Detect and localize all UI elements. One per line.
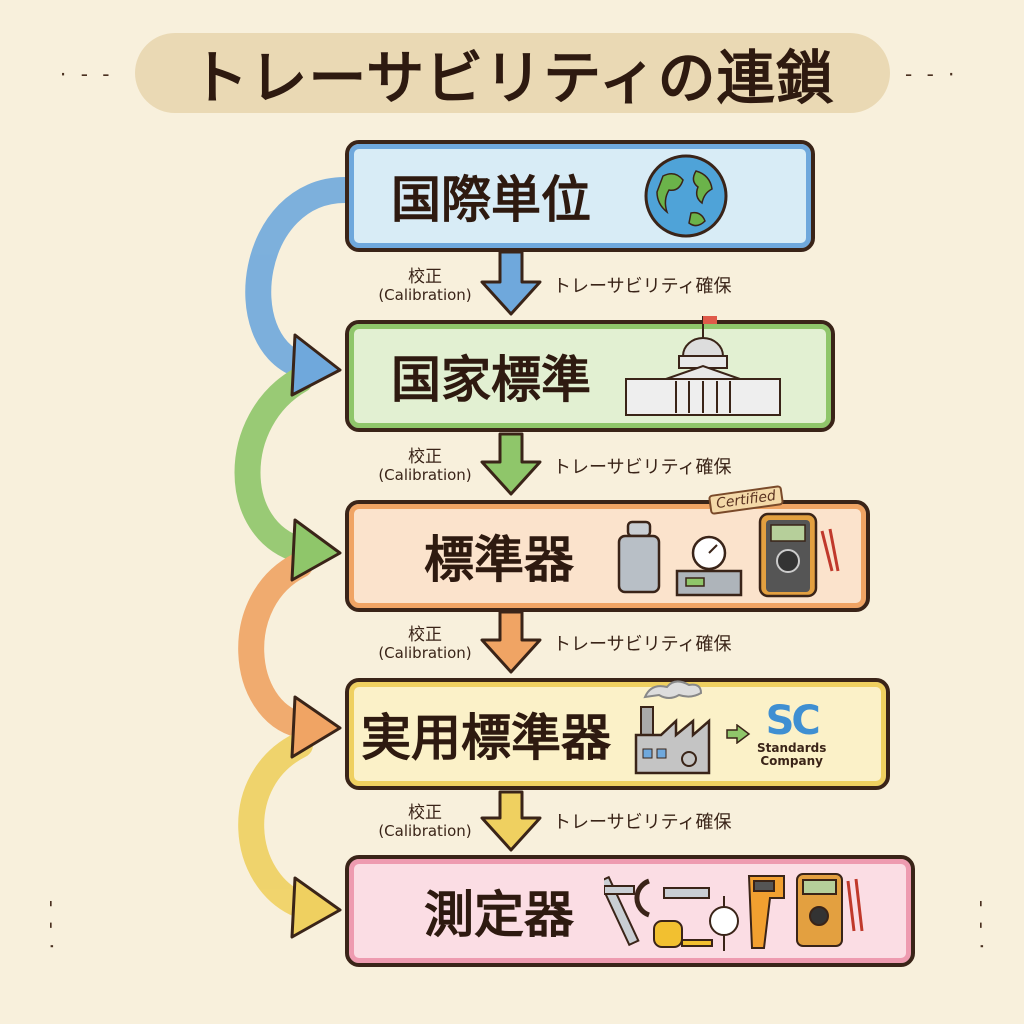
page-title: トレーサビリティの連鎖 — [190, 44, 835, 112]
company-name-line2: Company — [760, 754, 823, 768]
curved-arrow-orange — [238, 552, 313, 738]
multimeter-icon — [758, 512, 840, 598]
micrometer-icon — [634, 878, 710, 918]
arrowhead-yellow — [290, 876, 342, 939]
arrowhead-blue — [290, 333, 342, 397]
stage-national-standard: 国家標準 — [345, 316, 835, 432]
stage-label: 実用標準器 — [361, 709, 611, 767]
calibration-en: (Calibration) — [378, 286, 472, 304]
arrowhead-orange — [290, 695, 342, 759]
government-building-icon — [625, 316, 781, 416]
stage-standard-instruments: 標準器 Certified — [345, 484, 870, 612]
calibration-jp: 校正 — [408, 803, 442, 823]
dial-indicator-icon — [709, 896, 739, 951]
decorative-dashes: ‐ ‐ ⋅ — [40, 900, 64, 954]
down-arrow-green — [480, 432, 542, 496]
curved-arrow-yellow — [238, 732, 313, 918]
multimeter-icon — [796, 873, 864, 947]
caliper-icon — [604, 875, 640, 947]
traceability-label: トレーサビリティ確保 — [553, 634, 732, 655]
measuring-tools-icon — [604, 873, 864, 951]
stage-international-units: 国際単位 — [345, 140, 815, 252]
right-arrow-icon — [726, 724, 751, 744]
stage-label: 国家標準 — [391, 351, 591, 409]
title-banner: トレーサビリティの連鎖 — [135, 33, 890, 113]
stage-working-standard: 実用標準器 SC Standards Company — [345, 678, 890, 790]
calibration-label: 校正(Calibration) — [370, 626, 480, 662]
decorative-dashes: ‐ ‐ ⋅ — [970, 900, 994, 954]
calibration-en: (Calibration) — [378, 822, 472, 840]
company-logo-letters: SC — [765, 698, 821, 744]
globe-icon — [644, 154, 728, 238]
down-arrow-blue — [480, 250, 542, 316]
curved-arrow-blue — [245, 177, 358, 378]
down-arrow-orange — [480, 610, 542, 674]
calibration-en: (Calibration) — [378, 466, 472, 484]
pressure-gauge-icon — [675, 535, 743, 597]
factory-icon — [634, 680, 711, 775]
stage-measuring-instruments: 測定器 — [345, 855, 915, 967]
company-name-line1: Standards — [757, 741, 827, 755]
calibration-en: (Calibration) — [378, 644, 472, 662]
arrowhead-green — [290, 518, 342, 582]
tape-measure-icon — [653, 920, 713, 948]
calibration-jp: 校正 — [408, 267, 442, 287]
decorative-dashes: ‐ ‐ ⋅ — [905, 62, 959, 86]
calibration-jp: 校正 — [408, 447, 442, 467]
weight-icon — [617, 520, 661, 594]
stage-label: 測定器 — [424, 886, 574, 944]
decorative-dashes: ⋅ ‐ ‐ — [60, 62, 114, 86]
calibration-label: 校正(Calibration) — [370, 448, 480, 484]
down-arrow-yellow — [480, 790, 542, 852]
calibration-label: 校正(Calibration) — [370, 804, 480, 840]
calibration-jp: 校正 — [408, 625, 442, 645]
stage-label: 標準器 — [424, 531, 574, 589]
traceability-label: トレーサビリティ確保 — [553, 812, 732, 833]
stage-label: 国際単位 — [391, 171, 591, 229]
infrared-thermometer-icon — [747, 875, 785, 949]
standards-company-logo: SC Standards Company — [757, 700, 826, 768]
traceability-label: トレーサビリティ確保 — [553, 457, 732, 478]
calibration-label: 校正(Calibration) — [370, 268, 480, 304]
curved-arrow-green — [234, 367, 313, 563]
traceability-label: トレーサビリティ確保 — [553, 276, 732, 297]
